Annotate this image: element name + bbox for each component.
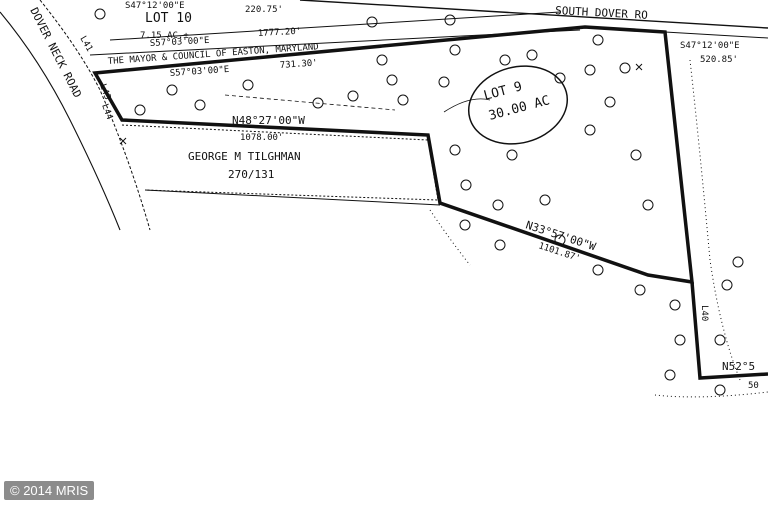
bearing-top-left: S47°12'00"E <box>125 1 185 11</box>
dover-neck-road-edge-right <box>39 0 151 231</box>
bearing-right-top: S47°12'00"E <box>680 41 740 51</box>
bearing-bottom-right: N52°5 <box>722 360 755 373</box>
line-l40: L40 <box>699 305 709 321</box>
lot10-area: 7.15 AC.± <box>140 31 189 41</box>
lot9-name: LOT 9 <box>482 79 524 104</box>
line-l43: L43 <box>97 83 112 102</box>
copyright-watermark: © 2014 MRIS <box>4 481 95 500</box>
south-dover-road-label: SOUTH DOVER RO <box>555 4 648 22</box>
lot10-name: LOT 10 <box>145 11 192 26</box>
right-parcel-top-line <box>664 31 768 39</box>
bearing-top-left-dist: 220.75' <box>245 5 283 15</box>
tilghman-parcel-boundary <box>121 124 439 201</box>
lot9-boundary <box>92 25 694 285</box>
bearing-s57-b: S57°03'00"E <box>170 65 230 79</box>
bearing-top-dist2: 1777.20' <box>258 27 302 39</box>
bearing-n48: N48°27'00"W <box>232 114 305 127</box>
tree-symbols <box>94 8 744 396</box>
owner-tilghman-ref: 270/131 <box>228 168 274 181</box>
leader-line <box>443 98 491 113</box>
bearing-s57-dist: 731.30' <box>280 58 319 71</box>
line-l41: L41 <box>77 35 94 54</box>
dim-arrow <box>224 94 396 111</box>
bearing-n48-dist: 1078.00' <box>240 133 283 143</box>
dover-neck-road-edge-left <box>0 11 121 231</box>
south-dover-road-edge-lower <box>109 11 561 41</box>
owner-tilghman: GEORGE M TILGHMAN <box>188 150 301 163</box>
bearing-bottom-right-dist: 50 <box>748 381 759 391</box>
bearing-right-dist: 520.85' <box>700 55 738 65</box>
right-parcel-boundary <box>690 281 768 380</box>
bearing-s57-a: S57°03'00"E <box>150 36 210 49</box>
x-mark <box>119 63 643 145</box>
lot9-circle <box>467 65 569 145</box>
tilghman-lower-line <box>144 189 441 206</box>
treeline-bottom <box>654 391 768 398</box>
treeline <box>429 209 471 266</box>
dover-neck-road-label: DOVER NECK ROAD <box>27 5 84 99</box>
